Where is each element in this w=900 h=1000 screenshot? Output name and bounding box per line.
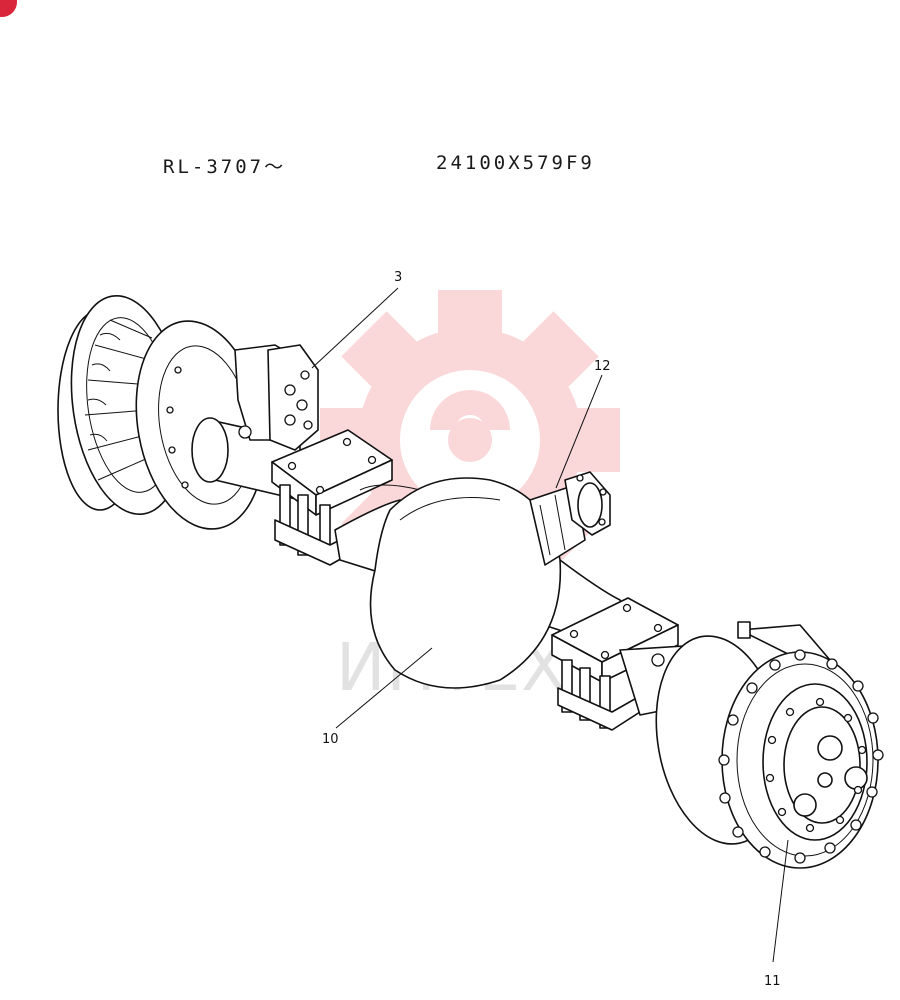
left-wheel-hub [57,295,265,530]
differential-housing [369,477,562,689]
pinion-flange [529,471,611,566]
callout-3: 3 [394,270,402,285]
corner-badge [0,0,17,17]
part-number-label: 24100X579F9 [436,152,595,174]
right-spring-pad [551,597,679,731]
callout-12: 12 [594,359,611,374]
callout-11-leader [772,839,789,963]
callout-12-leader [555,374,603,489]
serial-range-label: RL-3707～ [163,156,287,178]
callout-10: 10 [322,732,339,747]
callout-10-leader [335,647,433,729]
callout-11: 11 [764,974,781,989]
left-axle-tube [191,344,319,501]
right-wheel-hub [655,621,884,869]
callout-3-leader [311,287,399,369]
